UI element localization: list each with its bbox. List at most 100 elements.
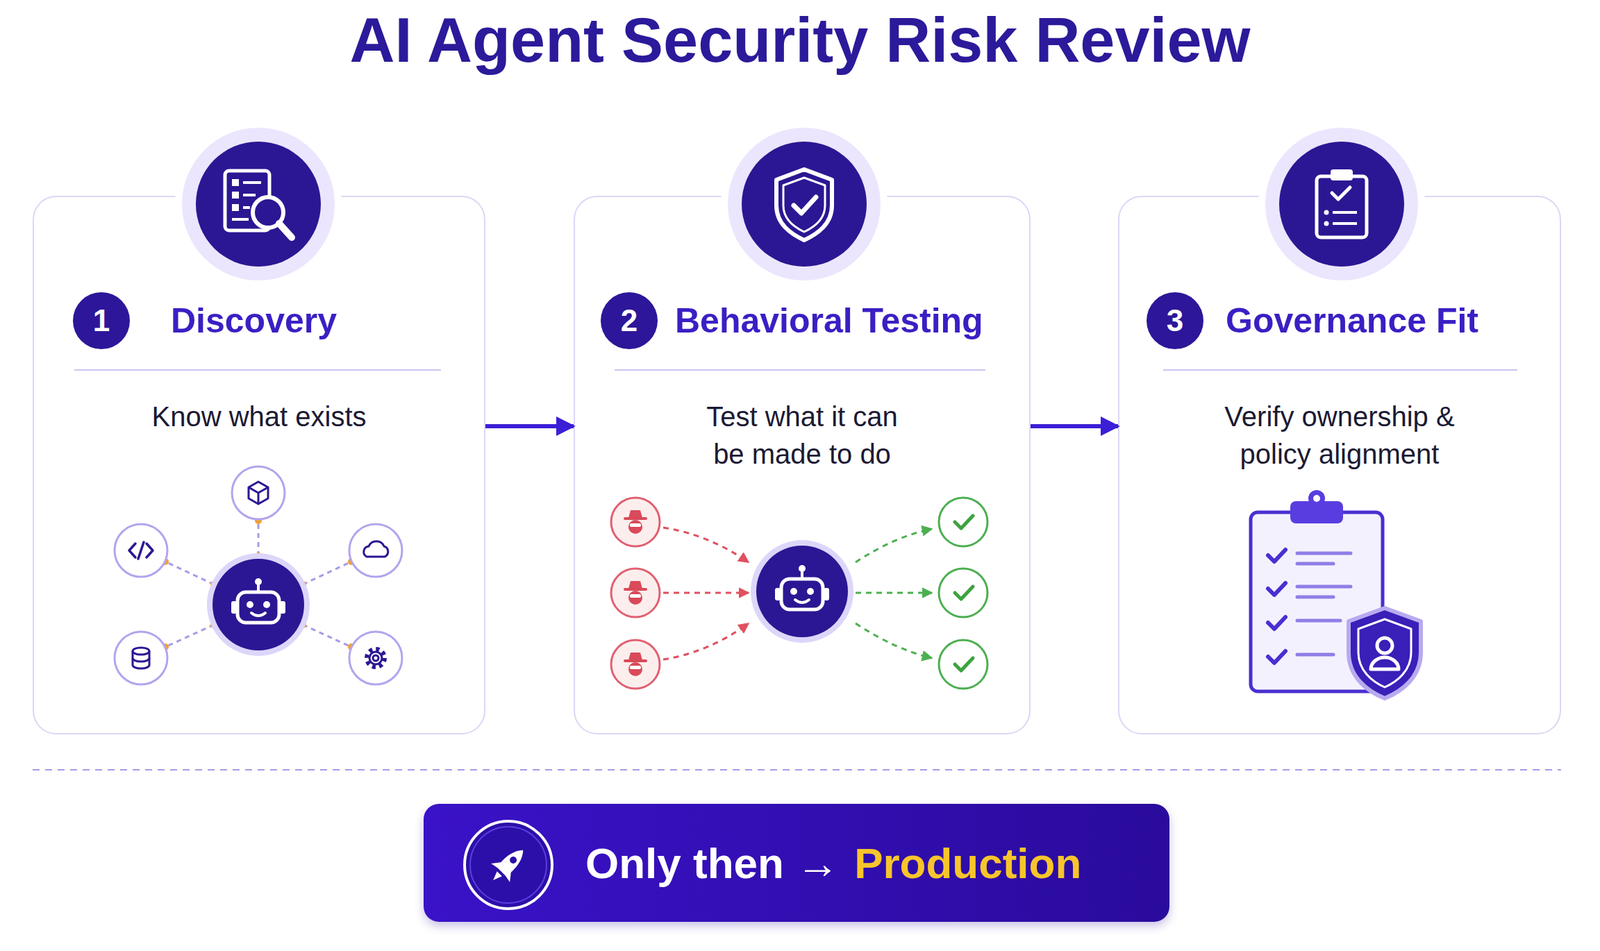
button-text-row: Only then →Production bbox=[585, 804, 1082, 923]
testing-icon-badge bbox=[720, 120, 888, 288]
step-number-circle: 2 bbox=[600, 292, 658, 350]
discovery-network bbox=[212, 559, 305, 651]
discovery-network bbox=[132, 651, 150, 669]
discovery-icon-badge bbox=[243, 206, 250, 210]
attacker-icon bbox=[623, 581, 648, 605]
discovery-network bbox=[165, 561, 214, 585]
attacker-icon bbox=[629, 523, 641, 528]
pass-check-icon bbox=[938, 640, 988, 689]
discovery-network bbox=[366, 649, 385, 668]
attack-test-illustration bbox=[611, 497, 988, 689]
discovery-network bbox=[248, 481, 269, 505]
discovery-network bbox=[349, 631, 403, 685]
policy-clipboard bbox=[1348, 608, 1421, 699]
policy-clipboard bbox=[1370, 657, 1399, 670]
production-button: Only then →Production bbox=[423, 804, 1170, 923]
pass-check-icon bbox=[938, 497, 988, 547]
policy-clipboard bbox=[1297, 553, 1351, 655]
attack-test-illustration bbox=[663, 592, 749, 595]
discovery-network bbox=[161, 558, 169, 566]
discovery-network bbox=[138, 542, 144, 560]
discovery-network bbox=[132, 647, 150, 669]
discovery-network bbox=[129, 543, 136, 558]
pass-check-icon bbox=[954, 658, 973, 671]
attacker-icon bbox=[623, 588, 648, 591]
discovery-network bbox=[299, 581, 307, 589]
policy-clipboard bbox=[1297, 595, 1334, 600]
governance-icon-badge bbox=[1332, 222, 1357, 225]
step-number: 1 bbox=[93, 303, 110, 339]
attack-test-illustration bbox=[855, 529, 932, 659]
discovery-network bbox=[231, 578, 286, 623]
governance-icon-badge bbox=[1331, 187, 1350, 200]
attacker-icon bbox=[628, 652, 643, 661]
attacker-icon bbox=[628, 520, 643, 535]
step-number: 3 bbox=[1166, 303, 1184, 339]
attack-test-illustration bbox=[663, 623, 749, 660]
attack-test-illustration bbox=[663, 527, 749, 563]
stage-description: Verify ownership & policy alignment bbox=[1207, 397, 1472, 473]
policy-clipboard bbox=[1290, 501, 1344, 524]
governance-icon-badge bbox=[1332, 211, 1357, 214]
attacker-icon bbox=[628, 510, 643, 519]
policy-clipboard bbox=[1268, 651, 1286, 664]
discovery-network bbox=[114, 466, 403, 685]
discovery-network bbox=[210, 621, 218, 629]
attack-test-illustration bbox=[855, 529, 932, 563]
testing-icon-badge bbox=[783, 177, 825, 232]
pass-check-icon bbox=[938, 568, 988, 618]
attacker-icon bbox=[628, 581, 643, 589]
discovery-network bbox=[257, 520, 260, 557]
attacker-icon bbox=[629, 594, 641, 598]
discovery-network bbox=[165, 520, 352, 648]
discovery-icon-badge bbox=[231, 179, 239, 187]
attacker-icon bbox=[623, 659, 648, 663]
attacker-icon bbox=[623, 510, 648, 535]
attacker-icon bbox=[628, 590, 643, 605]
discovery-network bbox=[132, 647, 150, 655]
card-divider bbox=[1163, 369, 1518, 371]
discovery-network bbox=[165, 625, 214, 648]
stage-card: Governance FitVerify ownership & policy … bbox=[1118, 195, 1562, 735]
discovery-icon-badge bbox=[231, 204, 239, 212]
discovery-icon-badge bbox=[181, 127, 335, 281]
discovery-icon-badge bbox=[279, 223, 292, 238]
stage-card: Behavioral TestingTest what it can be ma… bbox=[573, 195, 1031, 735]
policy-clipboard bbox=[1250, 490, 1421, 699]
flow-arrow bbox=[485, 424, 574, 429]
discovery-icon-badge bbox=[231, 218, 249, 221]
attack-test-illustration bbox=[756, 545, 848, 638]
discovery-network bbox=[254, 517, 262, 525]
discovery-network bbox=[349, 524, 403, 578]
attacker-icon bbox=[629, 665, 641, 670]
discovery-icon-badge bbox=[195, 141, 321, 267]
stage-description: Test what it can be made to do bbox=[694, 397, 910, 473]
step-number-circle: 1 bbox=[72, 292, 130, 350]
discovery-network bbox=[299, 621, 307, 629]
discovery-network bbox=[161, 643, 169, 651]
discovery-network bbox=[366, 649, 385, 668]
stage-description-wrap: Test what it can be made to do bbox=[575, 397, 1030, 473]
policy-clipboard bbox=[1297, 562, 1334, 566]
discovery-icon-badge bbox=[243, 181, 262, 185]
discovery-network bbox=[302, 561, 352, 585]
testing-icon-badge bbox=[727, 127, 881, 281]
discovery-network bbox=[254, 552, 262, 560]
discovery-network bbox=[363, 541, 389, 557]
pass-check-icon bbox=[954, 515, 973, 529]
discovery-network bbox=[347, 558, 355, 566]
discovery-network bbox=[347, 643, 355, 651]
discovery-icon-badge bbox=[231, 191, 239, 199]
attacker-icon bbox=[611, 497, 660, 547]
governance-icon-badge bbox=[1279, 141, 1405, 267]
governance-icon-badge bbox=[1265, 127, 1419, 281]
dashed-separator bbox=[32, 769, 1562, 771]
governance-icon-badge bbox=[1316, 176, 1367, 238]
stage-description-wrap: Verify ownership & policy alignment bbox=[1119, 397, 1560, 473]
discovery-icon-badge bbox=[252, 197, 284, 228]
policy-clipboard bbox=[1268, 550, 1286, 562]
policy-clipboard bbox=[1297, 585, 1351, 589]
policy-clipboard bbox=[1308, 490, 1325, 507]
discovery-network bbox=[372, 655, 379, 662]
discovery-network bbox=[114, 631, 168, 685]
